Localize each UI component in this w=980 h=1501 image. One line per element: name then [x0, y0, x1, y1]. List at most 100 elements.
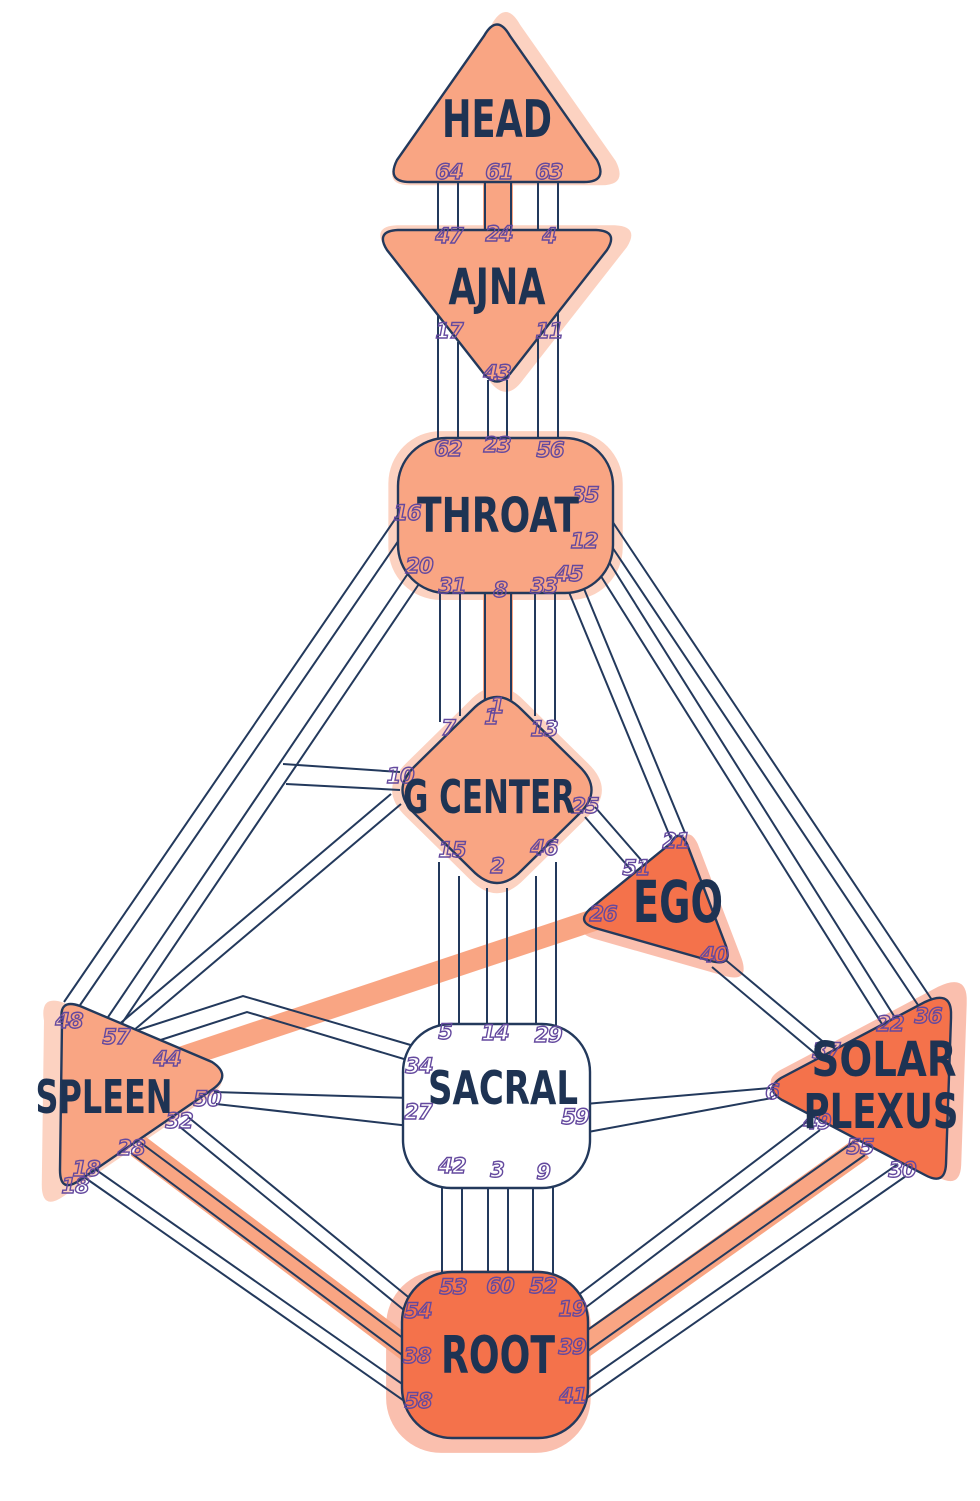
ego-label: EGO [633, 868, 723, 936]
channel-30-41 [572, 1163, 907, 1403]
gate-11: 11 [535, 319, 562, 343]
channel-18-58 [83, 1166, 419, 1406]
band-28-38 [130, 1136, 424, 1366]
channel-16-48 [63, 511, 413, 1012]
channel-40-37 [711, 956, 828, 1056]
gate-59: 59 [561, 1105, 589, 1129]
gate-49: 49 [802, 1110, 831, 1134]
gate-28: 28 [117, 1136, 145, 1160]
gate-numbers: 64 61 63 47 24 4 17 11 43 62 23 56 16 20… [54, 159, 944, 1413]
gate-57: 57 [102, 1025, 131, 1049]
gate-58: 58 [404, 1389, 432, 1413]
channel-46-29 [535, 862, 557, 1030]
channel-9-52 [532, 1182, 554, 1280]
channel-34-57 [137, 994, 415, 1063]
gate-54: 54 [404, 1299, 432, 1323]
gate-1: 1 [490, 694, 504, 718]
throat-center-shape [396, 436, 615, 595]
gate-30: 30 [888, 1158, 916, 1182]
center-shapes [58, 23, 953, 1440]
channel-35-36 [581, 493, 937, 1015]
channel-55-39 [571, 1140, 866, 1356]
channel-10-57 [109, 793, 402, 1043]
gate-16: 16 [393, 501, 421, 525]
gate-20: 20 [405, 554, 433, 578]
gate-1-echo: 1 [484, 705, 498, 729]
gate-6: 6 [765, 1080, 779, 1104]
defined-channel-bands [130, 178, 869, 1366]
channel-31-7 [439, 585, 461, 722]
band-26-44 [164, 905, 610, 1073]
gate-63: 63 [535, 160, 563, 184]
ego-center-shape [582, 834, 729, 964]
root-center-shape [400, 1270, 590, 1440]
gate-55: 55 [846, 1135, 874, 1159]
channel-61-24 [484, 180, 512, 233]
gate-36: 36 [914, 1004, 942, 1028]
gate-35: 35 [571, 483, 599, 507]
gate-13: 13 [530, 717, 558, 741]
channels [63, 180, 937, 1406]
gate-62: 62 [434, 437, 462, 461]
gate-9: 9 [536, 1160, 550, 1184]
gate-32: 32 [165, 1109, 193, 1133]
gate-39: 39 [558, 1335, 586, 1359]
g-center-label: G CENTER [403, 770, 575, 824]
gate-40: 40 [699, 943, 728, 967]
gate-15: 15 [438, 838, 466, 862]
gate-51: 51 [622, 856, 649, 880]
gate-38: 38 [403, 1344, 431, 1368]
gate-2: 2 [490, 854, 504, 878]
channel-43-23 [487, 380, 508, 448]
gate-45: 45 [554, 562, 583, 586]
gate-46: 46 [529, 836, 558, 860]
channel-64-47 [437, 183, 459, 232]
channel-49-19 [572, 1117, 821, 1312]
gate-42: 42 [437, 1154, 466, 1178]
gate-5: 5 [438, 1020, 452, 1044]
gate-25: 25 [571, 794, 599, 818]
spleen-label: SPLEEN [36, 1070, 173, 1124]
channel-45-21 [565, 578, 686, 840]
gate-47: 47 [434, 224, 464, 248]
channel-17-62 [437, 316, 459, 448]
sacral-center-shape [401, 1022, 592, 1190]
channel-20-57 [101, 568, 424, 1036]
gate-19: 19 [558, 1297, 586, 1321]
solar-plexus-label-line2: PLEXUS [804, 1084, 959, 1140]
gate-26: 26 [589, 902, 617, 926]
gate-60: 60 [486, 1274, 514, 1298]
gate-24: 24 [485, 222, 513, 246]
root-label: ROOT [441, 1326, 555, 1386]
channel-2-14 [486, 888, 508, 1030]
gate-52: 52 [529, 1274, 557, 1298]
gate-21: 21 [662, 829, 689, 853]
channel-11-56 [537, 312, 559, 448]
channel-3-60 [487, 1182, 509, 1280]
channel-25-51 [584, 806, 643, 872]
gate-4: 4 [541, 224, 556, 248]
channel-33-13 [534, 585, 556, 722]
spleen-center-shape [58, 1002, 224, 1187]
gate-12: 12 [570, 529, 598, 553]
sacral-label: SACRAL [428, 1061, 578, 1115]
gate-22: 22 [876, 1012, 904, 1036]
gate-27: 27 [404, 1100, 433, 1124]
gate-43: 43 [482, 361, 511, 385]
channel-32-54 [179, 1116, 419, 1316]
channel-28-38 [130, 1142, 420, 1361]
center-labels: HEAD AJNA THROAT G CENTER EGO SPLEEN SAC… [36, 90, 959, 1386]
ajna-center-shape [381, 228, 613, 383]
channel-10-20 [282, 763, 401, 791]
solar-plexus-label-line1: SOLAR [812, 1032, 957, 1088]
solar-plexus-center-shape [771, 996, 953, 1180]
gate-44: 44 [152, 1047, 181, 1071]
head-center-shape [392, 23, 602, 184]
gate-10: 10 [386, 764, 414, 788]
gate-41: 41 [558, 1384, 586, 1408]
channel-6-59 [584, 1087, 773, 1133]
gate-7: 7 [441, 716, 456, 740]
gate-48: 48 [54, 1009, 83, 1033]
ajna-label: AJNA [449, 258, 546, 316]
gate-56: 56 [536, 438, 564, 462]
